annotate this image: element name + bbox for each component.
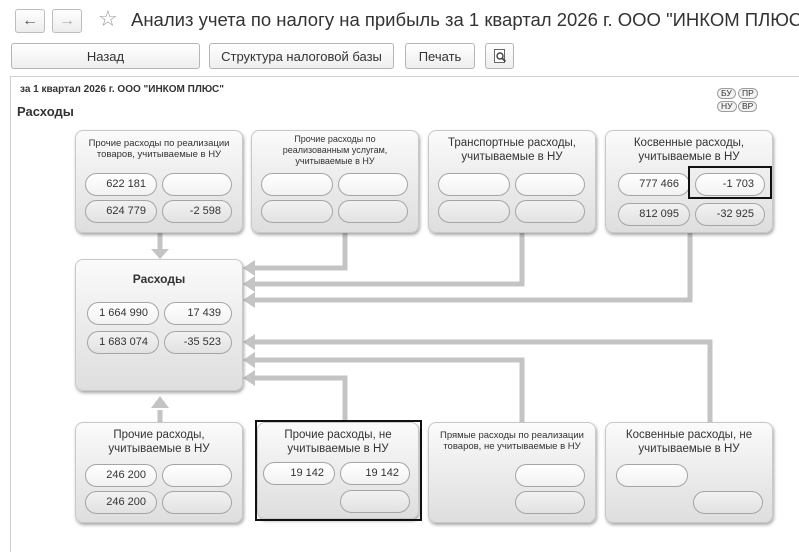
value-cell[interactable]: 17 439 bbox=[164, 302, 232, 325]
value-cell[interactable]: -1 703 bbox=[695, 173, 765, 196]
card-title: Прочие расходы по реализованным услугам,… bbox=[282, 134, 388, 166]
card-direct-expenses-not-nu: Прямые расходы по реализации товаров, не… bbox=[428, 422, 596, 523]
value-cell[interactable]: 19 142 bbox=[263, 462, 335, 485]
card-other-expenses-not-nu: Прочие расходы, не учитываемые в НУ 19 1… bbox=[257, 422, 419, 519]
card-title: Косвенные расходы, не учитываемые в НУ bbox=[625, 429, 753, 455]
tag-bu[interactable]: БУ bbox=[717, 88, 736, 99]
card-title: Прямые расходы по реализации товаров, не… bbox=[440, 430, 584, 453]
value-cell[interactable]: 622 181 bbox=[85, 173, 157, 196]
card-sales-expenses-nu: Прочие расходы по реализации товаров, уч… bbox=[75, 130, 243, 233]
tax-base-structure-button[interactable]: Структура налоговой базы bbox=[209, 43, 394, 69]
value-cell[interactable] bbox=[338, 200, 408, 223]
preview-button[interactable] bbox=[485, 43, 514, 69]
value-cell[interactable] bbox=[438, 200, 510, 223]
value-cell[interactable]: 246 200 bbox=[85, 464, 157, 487]
value-cell[interactable] bbox=[515, 173, 585, 196]
card-title: Расходы bbox=[132, 272, 186, 286]
value-cell[interactable] bbox=[162, 491, 232, 514]
value-cell[interactable] bbox=[261, 173, 333, 196]
back-arrow-button[interactable]: ← bbox=[15, 9, 45, 33]
value-cell[interactable]: 19 142 bbox=[340, 462, 410, 485]
value-cell[interactable] bbox=[515, 200, 585, 223]
value-cell[interactable] bbox=[438, 173, 510, 196]
value-cell[interactable]: 1 683 074 bbox=[87, 331, 159, 354]
value-cell[interactable] bbox=[340, 490, 410, 513]
value-cell[interactable]: -2 598 bbox=[162, 200, 232, 223]
card-other-expenses-nu: Прочие расходы, учитываемые в НУ 246 200… bbox=[75, 422, 243, 523]
title-bar: ← → ☆ Анализ учета по налогу на прибыль … bbox=[0, 0, 799, 40]
card-title: Косвенные расходы, учитываемые в НУ bbox=[633, 137, 745, 163]
value-cell[interactable] bbox=[515, 491, 585, 514]
forward-arrow-button[interactable]: → bbox=[52, 9, 82, 33]
arrow-left-icon: ← bbox=[22, 12, 38, 29]
value-cell[interactable]: 812 095 bbox=[618, 203, 690, 226]
card-title: Прочие расходы по реализации товаров, уч… bbox=[88, 138, 230, 161]
card-transport-expenses-nu: Транспортные расходы, учитываемые в НУ bbox=[428, 130, 596, 233]
value-cell[interactable] bbox=[515, 464, 585, 487]
card-indirect-expenses-nu: Косвенные расходы, учитываемые в НУ 777 … bbox=[605, 130, 773, 233]
card-title: Транспортные расходы, учитываемые в НУ bbox=[448, 137, 576, 163]
card-title: Прочие расходы, учитываемые в НУ bbox=[108, 429, 210, 455]
value-cell[interactable]: 1 664 990 bbox=[87, 302, 159, 325]
value-cell[interactable]: 624 779 bbox=[85, 200, 157, 223]
value-cell[interactable] bbox=[338, 173, 408, 196]
section-title: Расходы bbox=[17, 104, 74, 119]
tag-pr[interactable]: ПР bbox=[738, 88, 758, 99]
tag-nu[interactable]: НУ bbox=[717, 101, 737, 112]
value-cell[interactable] bbox=[261, 200, 333, 223]
toolbar: Назад Структура налоговой базы Печать bbox=[0, 40, 799, 72]
value-cell[interactable]: 777 466 bbox=[618, 173, 690, 196]
value-cell[interactable]: -32 925 bbox=[695, 203, 765, 226]
value-cell[interactable] bbox=[693, 491, 763, 514]
report-subheader: за 1 квартал 2026 г. ООО "ИНКОМ ПЛЮС" bbox=[20, 84, 225, 95]
value-cell[interactable] bbox=[162, 464, 232, 487]
window-title: Анализ учета по налогу на прибыль за 1 к… bbox=[131, 9, 799, 30]
print-preview-icon bbox=[493, 49, 506, 63]
value-cell[interactable]: 246 200 bbox=[85, 491, 157, 514]
value-cell[interactable]: -35 523 bbox=[164, 331, 232, 354]
value-cell[interactable] bbox=[616, 464, 688, 487]
card-services-expenses-nu: Прочие расходы по реализованным услугам,… bbox=[251, 130, 419, 233]
card-indirect-expenses-not-nu: Косвенные расходы, не учитываемые в НУ bbox=[605, 422, 773, 523]
tag-vr[interactable]: ВР bbox=[738, 101, 758, 112]
print-button[interactable]: Печать bbox=[405, 43, 475, 69]
back-button[interactable]: Назад bbox=[11, 43, 200, 69]
value-cell[interactable] bbox=[162, 173, 232, 196]
card-title: Прочие расходы, не учитываемые в НУ bbox=[284, 429, 392, 455]
card-expenses-total: Расходы 1 664 990 17 439 1 683 074 -35 5… bbox=[75, 259, 243, 391]
arrow-right-icon: → bbox=[59, 12, 75, 29]
favorite-star-icon[interactable]: ☆ bbox=[98, 6, 118, 31]
